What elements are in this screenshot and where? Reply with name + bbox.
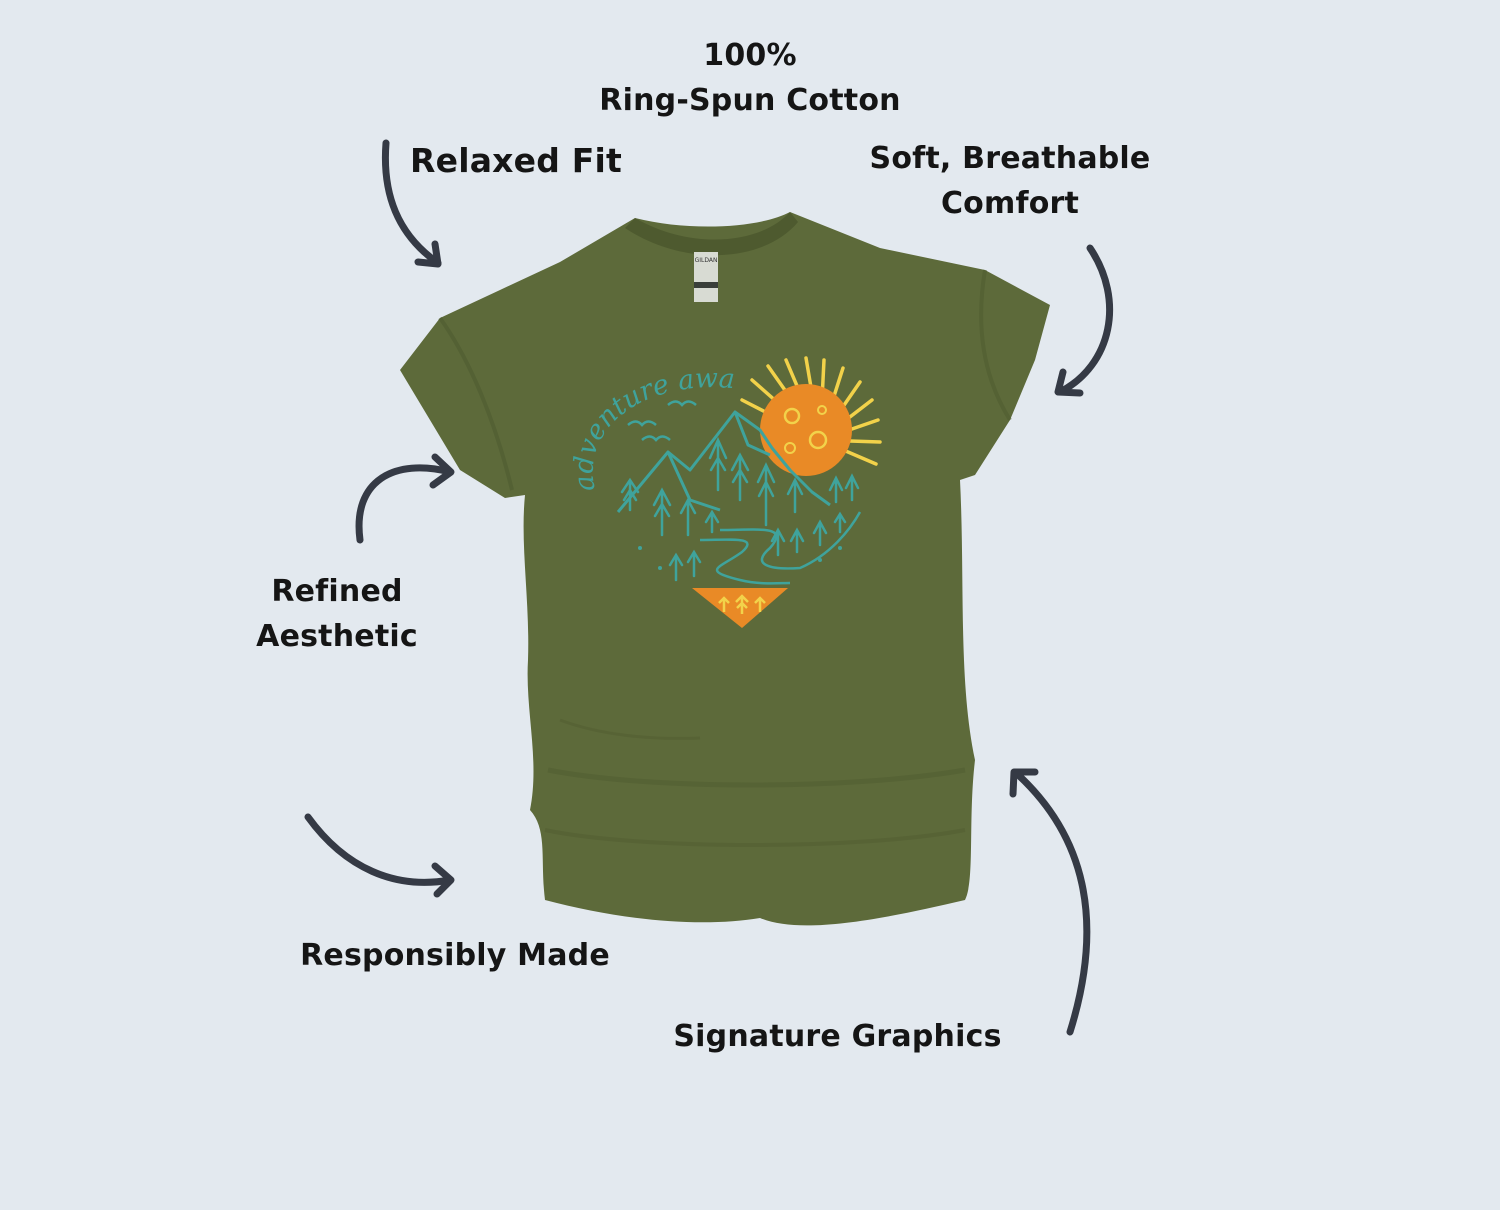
neck-tag: GILDAN <box>694 252 718 302</box>
arrow-soft-breathable <box>1054 244 1114 397</box>
callout-arrows <box>304 139 1114 1036</box>
trees <box>620 436 860 582</box>
feature-relaxed-fit: Relaxed Fit <box>410 138 622 183</box>
tag-brand: GILDAN <box>695 257 718 264</box>
arrow-refined-aesthetic <box>355 453 455 544</box>
aesthetic-line-2: Aesthetic <box>256 619 418 654</box>
arrow-relaxed-fit <box>381 139 442 268</box>
t-shirt: GILDAN <box>400 212 1050 926</box>
cotton-line-1: 100% <box>703 38 797 73</box>
signature-graphics-text: Signature Graphics <box>673 1019 1002 1054</box>
cotton-line-2: Ring-Spun Cotton <box>599 83 901 118</box>
mountains <box>616 410 831 513</box>
responsibly-made-text: Responsibly Made <box>300 938 610 973</box>
aesthetic-line-1: Refined <box>271 574 403 609</box>
feature-cotton: 100% Ring-Spun Cotton <box>550 33 950 123</box>
feature-signature-graphics: Signature Graphics <box>660 1014 1015 1059</box>
river <box>699 511 862 585</box>
heart-tip <box>692 588 788 628</box>
feature-refined-aesthetic: Refined Aesthetic <box>237 569 437 659</box>
feature-responsibly-made: Responsibly Made <box>290 933 620 978</box>
feature-soft-breathable: Soft, Breathable Comfort <box>855 136 1165 226</box>
birds <box>627 400 697 442</box>
sun <box>760 384 852 476</box>
arrow-signature-graphics <box>1009 768 1091 1036</box>
comfort-line-1: Soft, Breathable <box>869 141 1151 176</box>
arrow-responsibly-made <box>304 813 455 898</box>
collar <box>625 212 798 256</box>
comfort-line-2: Comfort <box>940 186 1080 221</box>
t-shirt-body <box>400 212 1050 926</box>
relaxed-fit-text: Relaxed Fit <box>410 141 622 180</box>
